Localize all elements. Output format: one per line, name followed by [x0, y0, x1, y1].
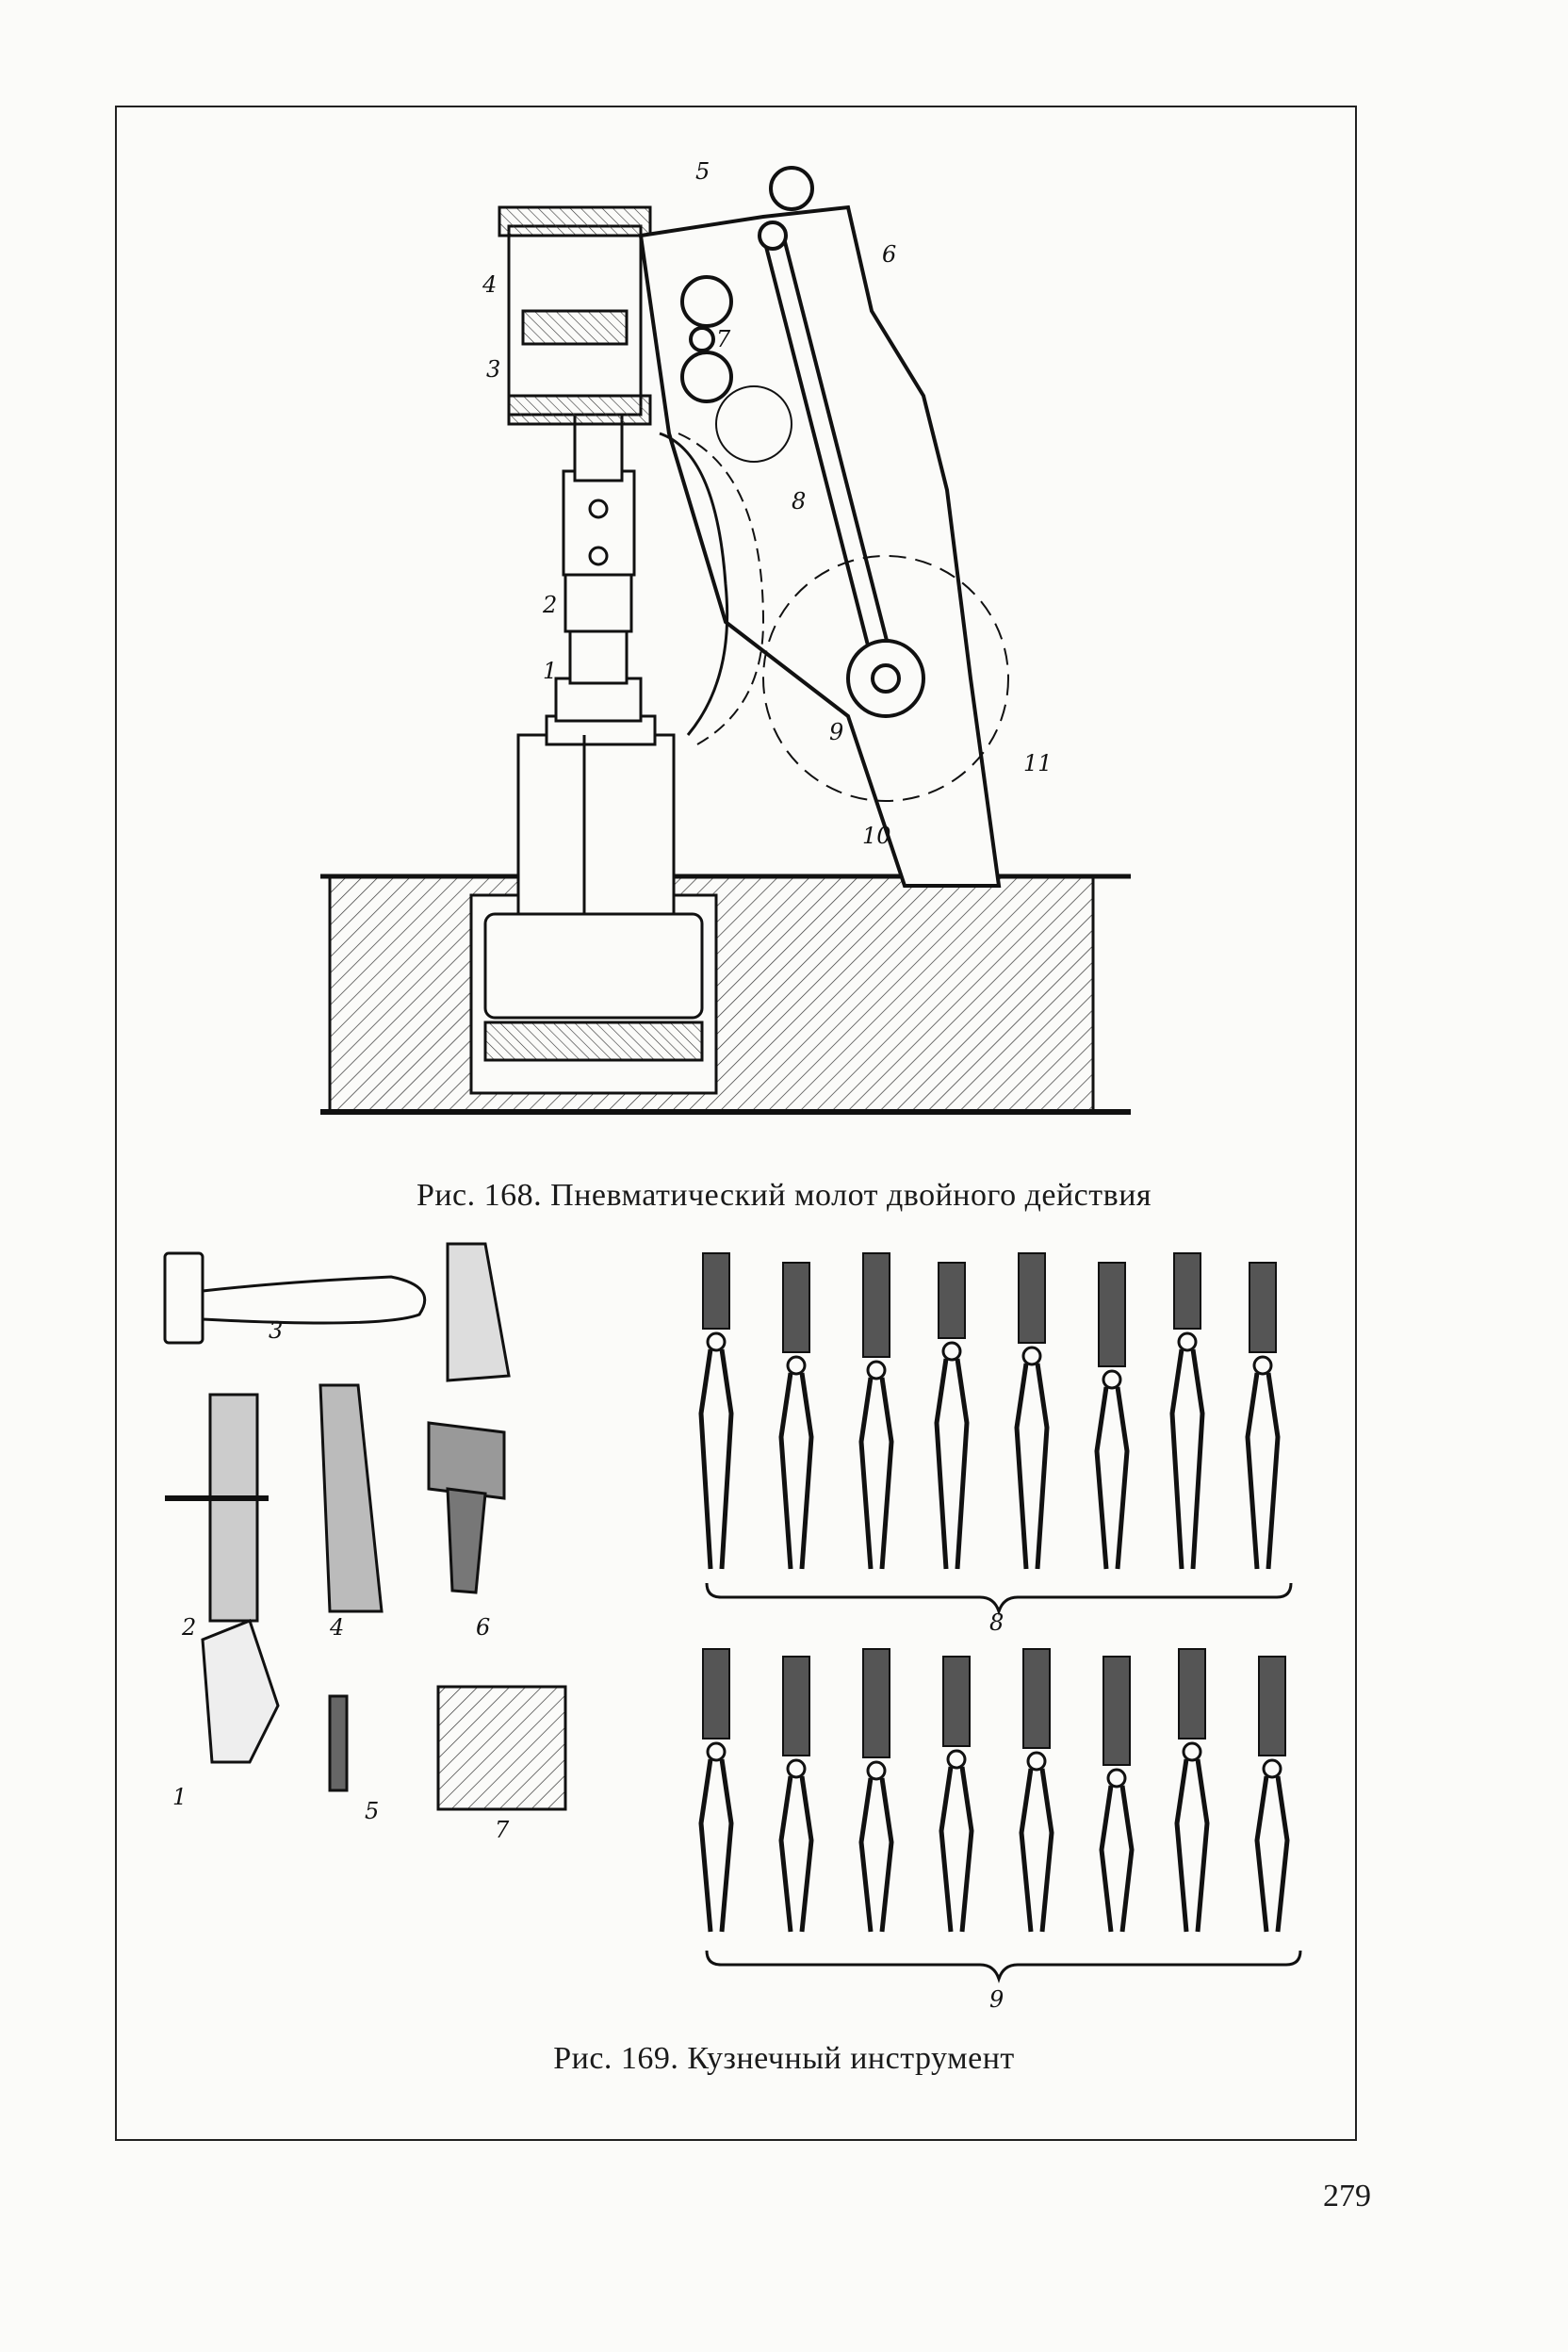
connecting-rod [758, 166, 1009, 802]
label-7: 7 [716, 326, 731, 352]
figure-168-labels: 1 2 3 4 5 6 7 8 9 10 11 [482, 158, 1053, 849]
label-11: 11 [1023, 750, 1053, 776]
tongs [1099, 1656, 1135, 1933]
tool-label-1: 1 [172, 1784, 187, 1810]
tongs [698, 1648, 734, 1933]
tongs-row-9 [698, 1648, 1290, 1933]
group-label-8: 8 [989, 1609, 1004, 1636]
tongs-row-8 [698, 1252, 1281, 1570]
anvil-block [516, 677, 676, 916]
figure-169-left-labels: 1 2 3 4 5 6 7 [172, 1317, 510, 1843]
tongs [858, 1648, 894, 1933]
tongs [934, 1262, 970, 1570]
tongs [778, 1656, 814, 1933]
tongs [1094, 1262, 1130, 1570]
tongs [858, 1252, 894, 1570]
page-number: 279 [1323, 2179, 1371, 2213]
tongs-drawing: 8 9 [698, 1252, 1302, 2013]
tool-label-2: 2 [181, 1614, 196, 1641]
label-4: 4 [482, 271, 497, 298]
tool-label-4: 4 [329, 1614, 344, 1641]
tongs [939, 1656, 974, 1933]
tongs [778, 1262, 814, 1570]
label-2: 2 [542, 592, 557, 618]
foundation [320, 874, 1131, 1115]
tongs [1169, 1252, 1205, 1570]
frame-body [638, 204, 1002, 888]
tongs [1254, 1656, 1290, 1933]
group-label-9: 9 [989, 1986, 1004, 2013]
label-1: 1 [543, 658, 557, 684]
tool-label-3: 3 [269, 1317, 283, 1344]
tool-label-5: 5 [365, 1798, 379, 1824]
tongs [1019, 1648, 1054, 1933]
cylinder [498, 205, 652, 426]
label-9: 9 [829, 719, 843, 745]
label-3: 3 [486, 356, 500, 383]
label-6: 6 [882, 241, 896, 268]
tongs [698, 1252, 734, 1570]
figure-169-caption: Рис. 169. Кузнечный инструмент [553, 2041, 1015, 2076]
tongs [1174, 1648, 1210, 1933]
page-frame [115, 106, 1357, 2141]
forging-tools-drawing: 1 2 3 4 5 6 7 [163, 1242, 567, 1843]
tool-label-7: 7 [495, 1817, 510, 1843]
ram [562, 403, 636, 685]
tongs [1014, 1252, 1050, 1570]
tongs [1245, 1262, 1281, 1570]
tool-label-6: 6 [476, 1614, 490, 1641]
figure-168-caption: Рис. 168. Пневматический молот двойного … [416, 1178, 1152, 1213]
label-10: 10 [862, 823, 891, 849]
pneumatic-hammer-drawing: 1 2 3 4 5 6 7 8 9 10 11 [320, 158, 1131, 1115]
label-5: 5 [695, 158, 710, 185]
label-8: 8 [792, 488, 806, 514]
